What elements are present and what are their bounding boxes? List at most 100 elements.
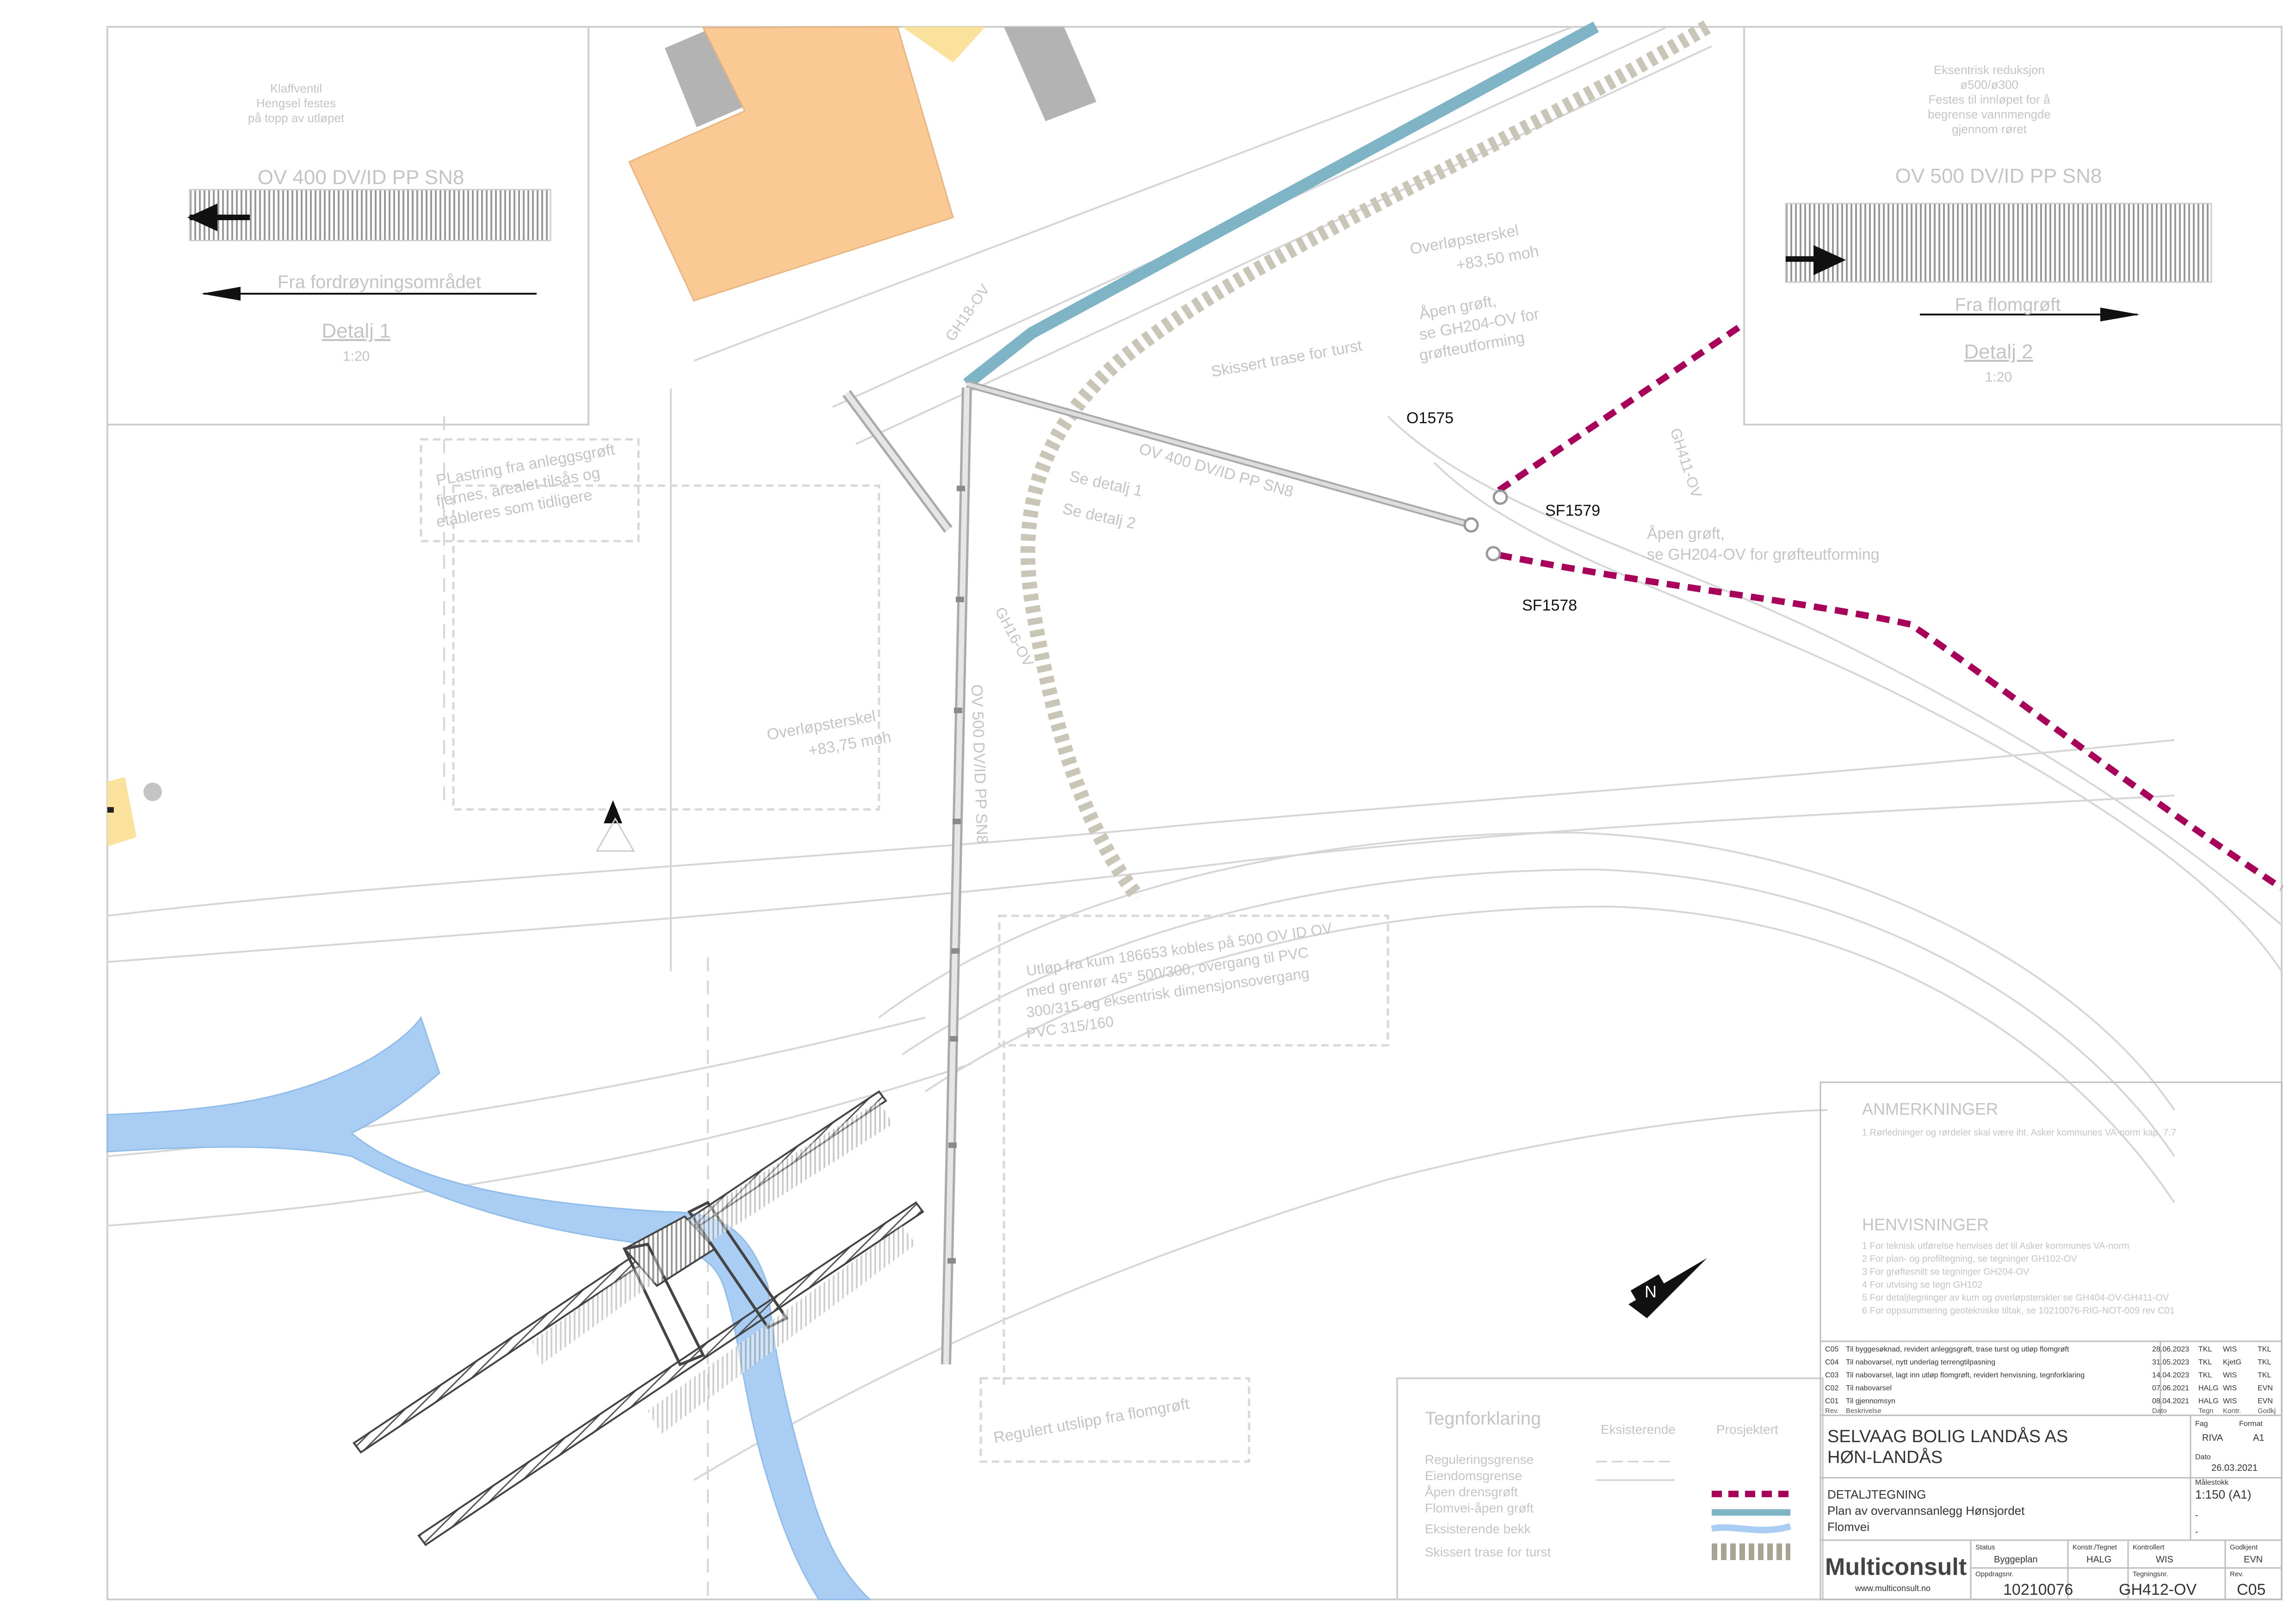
garage-building-1 bbox=[665, 28, 745, 127]
sketched-trail bbox=[1020, 20, 1711, 902]
detail-1-pipe-label: OV 400 DV/ID PP SN8 bbox=[258, 166, 464, 189]
svg-text:C03: C03 bbox=[1825, 1371, 1838, 1379]
marker-dot bbox=[143, 783, 162, 801]
godkj-label: Godkjent bbox=[2230, 1543, 2258, 1551]
svg-text:Tegn: Tegn bbox=[2198, 1407, 2214, 1415]
detail-2-note-line-4: begrense vannmengde bbox=[1928, 107, 2051, 121]
legend-title: Tegnforklaring bbox=[1425, 1408, 1541, 1429]
svg-text:Til nabovarsel: Til nabovarsel bbox=[1846, 1384, 1892, 1392]
svg-text:WIS: WIS bbox=[2223, 1397, 2237, 1405]
malestokk-label: Målestokk bbox=[2195, 1478, 2229, 1487]
rev-value: C05 bbox=[2237, 1581, 2265, 1598]
svg-text:Dato: Dato bbox=[2152, 1407, 2167, 1415]
svg-text:07.06.2021: 07.06.2021 bbox=[2152, 1384, 2189, 1392]
svg-text:C04: C04 bbox=[1825, 1358, 1838, 1366]
detail-1-from-label: Fra fordrøyningsområdet bbox=[278, 272, 481, 292]
detail-1-note-line-2: Hengsel festes bbox=[256, 96, 336, 110]
detail-2-note-line-1: Eksentrisk reduksjon bbox=[1934, 63, 2045, 77]
svg-text:WIS: WIS bbox=[2223, 1345, 2237, 1353]
svg-text:Til byggesøknad, revidert anle: Til byggesøknad, revidert anleggsgrøft, … bbox=[1846, 1345, 2069, 1353]
revision-row: C01 Til gjennomsyn 08.04.2021 HALG WIS E… bbox=[1825, 1397, 2273, 1405]
flood-path bbox=[1497, 321, 2284, 891]
svg-text:Godkj: Godkj bbox=[2258, 1407, 2276, 1415]
kontr-value: WIS bbox=[2156, 1555, 2173, 1565]
svg-text:TKL: TKL bbox=[2198, 1345, 2212, 1353]
label-se-detalj-2: Se detalj 2 bbox=[1061, 500, 1137, 533]
format-label: Format bbox=[2239, 1420, 2263, 1428]
company-web: www.multiconsult.no bbox=[1855, 1584, 1931, 1593]
drawing-type: DETALJTEGNING bbox=[1827, 1487, 1926, 1501]
revision-table: C05 Til byggesøknad, revidert anleggsgrø… bbox=[1825, 1345, 2276, 1415]
malestokk-value: 1:150 (A1) bbox=[2195, 1487, 2251, 1501]
konstr-value: HALG bbox=[2086, 1555, 2111, 1565]
format-value: A1 bbox=[2253, 1433, 2264, 1443]
legend-item-1: Reguleringsgrense bbox=[1425, 1452, 1534, 1467]
revision-row: C05 Til byggesøknad, revidert anleggsgrø… bbox=[1825, 1345, 2271, 1353]
fag-label: Fag bbox=[2195, 1420, 2208, 1428]
dato-value: 26.03.2021 bbox=[2211, 1463, 2258, 1473]
notes-henv-5: 5 For detaljtegninger av kum og overløps… bbox=[1862, 1293, 2169, 1303]
label-ov500: OV 500 DV/ID PP SN8 bbox=[968, 684, 991, 844]
legend-item-3: Åpen drensgrøft bbox=[1425, 1485, 1518, 1499]
detail-2-pipe-label: OV 500 DV/ID PP SN8 bbox=[1895, 165, 2102, 187]
svg-text:C05: C05 bbox=[1825, 1345, 1838, 1353]
fag-value: RIVA bbox=[2202, 1433, 2223, 1443]
svg-text:HALG: HALG bbox=[2198, 1397, 2219, 1405]
notes-henv-4: 4 For utvising se tegn GH102 bbox=[1862, 1280, 1982, 1290]
company-logo: Multiconsult bbox=[1825, 1554, 1967, 1580]
legend-item-2: Eiendomsgrense bbox=[1425, 1469, 1522, 1483]
dato-label: Dato bbox=[2195, 1453, 2211, 1461]
garage-building-2 bbox=[1004, 27, 1096, 121]
svg-text:TKL: TKL bbox=[2258, 1358, 2271, 1366]
drawing-title-line-2: Flomvei bbox=[1827, 1520, 1869, 1534]
svg-text:Rev.: Rev. bbox=[1825, 1407, 1839, 1415]
revision-header: Rev. Beskrivelse Dato Tegn Kontr. Godkj bbox=[1825, 1407, 2276, 1415]
legend-item-6: Skissert trase for turst bbox=[1425, 1545, 1551, 1559]
label-gh18: GH18-OV bbox=[942, 281, 993, 344]
svg-text:KjetG: KjetG bbox=[2223, 1358, 2241, 1366]
revision-row: C04 Til nabovarsel, nytt underlag terren… bbox=[1825, 1358, 2271, 1366]
notes-henv-6: 6 For oppsummering geotekniske tiltak, s… bbox=[1862, 1306, 2175, 1316]
notes-henv-2: 2 For plan- og profiltegning, se tegning… bbox=[1862, 1254, 2077, 1264]
notes-anm-1: 1 Rørledninger og rørdeler skal være iht… bbox=[1862, 1128, 2176, 1138]
dash-2: - bbox=[2195, 1527, 2198, 1537]
revision-row: C02 Til nabovarsel 07.06.2021 HALG WIS E… bbox=[1825, 1384, 2273, 1392]
notes-anm-title: ANMERKNINGER bbox=[1862, 1099, 1998, 1118]
detail-2-note-line-5: gjennom røret bbox=[1952, 122, 2027, 136]
revision-clouds bbox=[420, 438, 1389, 1463]
dash-1: - bbox=[2195, 1510, 2198, 1520]
open-drainage-ditch bbox=[963, 21, 1599, 389]
tegnnr-label: Tegningsnr. bbox=[2133, 1570, 2168, 1578]
detail-1-note-line-3: på topp av utløpet bbox=[248, 111, 345, 125]
svg-text:Til nabovarsel, lagt inn utløp: Til nabovarsel, lagt inn utløp flomgrøft… bbox=[1846, 1371, 2085, 1379]
oppdrag-value: 10210076 bbox=[2003, 1581, 2073, 1598]
tegnnr-value: GH412-OV bbox=[2119, 1581, 2197, 1598]
label-apen-2-line-2: se GH204-OV for grøfteutforming bbox=[1647, 546, 1880, 563]
svg-text:08.04.2021: 08.04.2021 bbox=[2152, 1397, 2189, 1405]
buildings bbox=[107, 26, 1096, 846]
detail-1-box bbox=[106, 26, 589, 426]
manholes bbox=[1463, 489, 1508, 562]
legend-box bbox=[1396, 1377, 1824, 1600]
svg-text:31.05.2023: 31.05.2023 bbox=[2152, 1358, 2189, 1366]
svg-text:Til nabovarsel, nytt underlag: Til nabovarsel, nytt underlag terrengtil… bbox=[1846, 1358, 1995, 1366]
detail-1-scale: 1:20 bbox=[343, 349, 370, 364]
kontr-label: Kontrollert bbox=[2133, 1543, 2165, 1551]
label-skissert-trase: Skissert trase for turst bbox=[1210, 337, 1364, 381]
label-apen-2-line-1: Åpen grøft, bbox=[1647, 525, 1725, 543]
svg-text:TKL: TKL bbox=[2258, 1345, 2271, 1353]
detail-2-title: Detalj 2 bbox=[1964, 340, 2033, 363]
svg-text:WIS: WIS bbox=[2223, 1384, 2237, 1392]
svg-text:EVN: EVN bbox=[2258, 1384, 2273, 1392]
status-label: Status bbox=[1975, 1543, 1995, 1551]
legend-col-projected: Prosjektert bbox=[1716, 1422, 1778, 1437]
notes-henv-1: 1 For teknisk utførelse henvises det til… bbox=[1862, 1241, 2129, 1251]
detail-2-scale: 1:20 bbox=[1985, 370, 2012, 385]
detail-2-note-line-2: ø500/ø300 bbox=[1960, 78, 2018, 92]
notes-henv-3: 3 For grøftesnitt se tegninger GH204-OV bbox=[1862, 1267, 2030, 1277]
label-gh16: GH16-OV bbox=[992, 604, 1037, 670]
svg-text:HALG: HALG bbox=[2198, 1384, 2219, 1392]
client-line-1: SELVAAG BOLIG LANDÅS AS bbox=[1827, 1426, 2068, 1446]
detail-1-title: Detalj 1 bbox=[322, 320, 390, 342]
